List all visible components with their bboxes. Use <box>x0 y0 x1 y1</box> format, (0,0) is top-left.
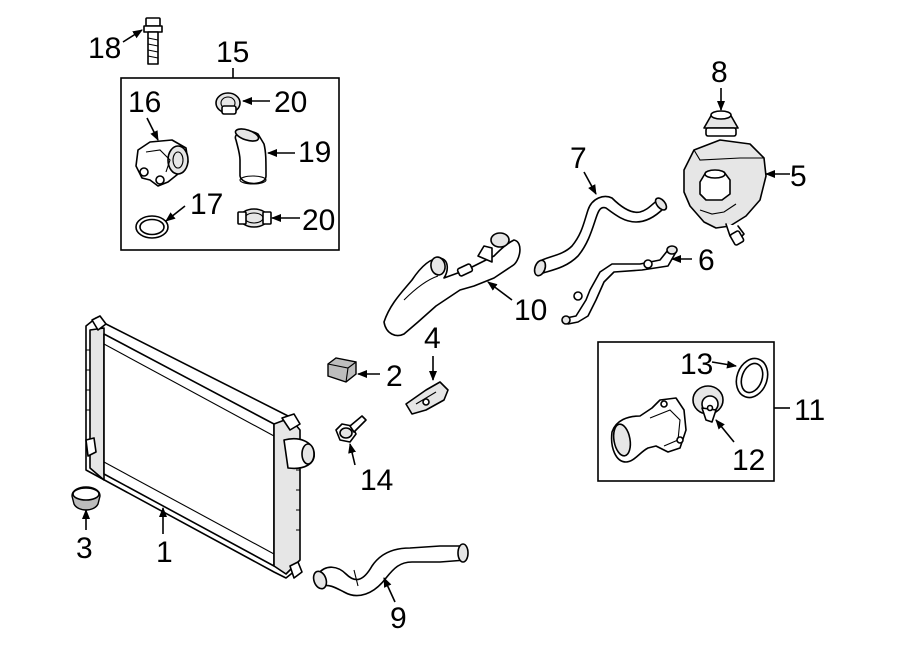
callout-13: 13 <box>680 348 713 381</box>
hose-part-7 <box>533 195 668 277</box>
callout-8: 8 <box>711 56 728 89</box>
leader-18 <box>122 29 143 43</box>
callout-18: 18 <box>88 32 121 65</box>
leader-13 <box>711 360 737 369</box>
group-box-15 <box>120 77 340 251</box>
callout-15: 15 <box>216 36 249 69</box>
bracket-part-4 <box>405 381 449 415</box>
radiator-part-1 <box>85 315 315 579</box>
callout-6: 6 <box>698 244 715 277</box>
callout-11: 11 <box>794 394 825 427</box>
callout-9: 9 <box>390 602 407 635</box>
callout-14: 14 <box>360 464 393 497</box>
callout-10: 10 <box>514 294 547 327</box>
hose-assembly-part-10 <box>383 232 521 337</box>
clamp-part-20-lower <box>237 208 272 228</box>
drain-cap-part-3 <box>71 486 101 511</box>
thermostat-housing-part-11 <box>610 397 687 463</box>
callout-12: 12 <box>732 444 765 477</box>
callout-3: 3 <box>76 532 93 565</box>
coolant-reservoir-part-5 <box>683 139 767 246</box>
leader-14 <box>348 443 356 466</box>
callout-7: 7 <box>570 142 587 175</box>
leader-10 <box>487 281 513 301</box>
leader-12 <box>715 419 735 443</box>
bolt-part-18 <box>143 17 163 65</box>
clamp-part-20-upper <box>215 92 241 115</box>
thermostat-part-12 <box>692 385 724 423</box>
gasket-part-13 <box>735 357 769 399</box>
leader-17 <box>165 205 186 222</box>
o-ring-part-17 <box>135 215 169 239</box>
group-box-11 <box>597 341 775 482</box>
callout-4: 4 <box>424 322 441 355</box>
callout-17: 17 <box>190 188 223 221</box>
insulator-part-2 <box>327 357 357 383</box>
leader-9 <box>383 577 396 603</box>
callout-19: 19 <box>298 136 331 169</box>
callout-20-upper: 20 <box>274 86 307 119</box>
bolt-part-14 <box>335 415 367 443</box>
water-outlet-part-16 <box>135 139 189 187</box>
leader-7 <box>583 171 597 195</box>
coolant-pipe-part-6 <box>561 245 678 325</box>
lower-hose-part-9 <box>312 543 469 597</box>
leader-16 <box>146 117 159 141</box>
callout-16: 16 <box>128 86 161 119</box>
callout-2: 2 <box>386 360 403 393</box>
reservoir-cap-part-8 <box>703 110 739 137</box>
callout-1: 1 <box>156 536 173 569</box>
callout-5: 5 <box>790 160 807 193</box>
callout-20-lower: 20 <box>302 204 335 237</box>
hose-part-19 <box>234 128 267 185</box>
